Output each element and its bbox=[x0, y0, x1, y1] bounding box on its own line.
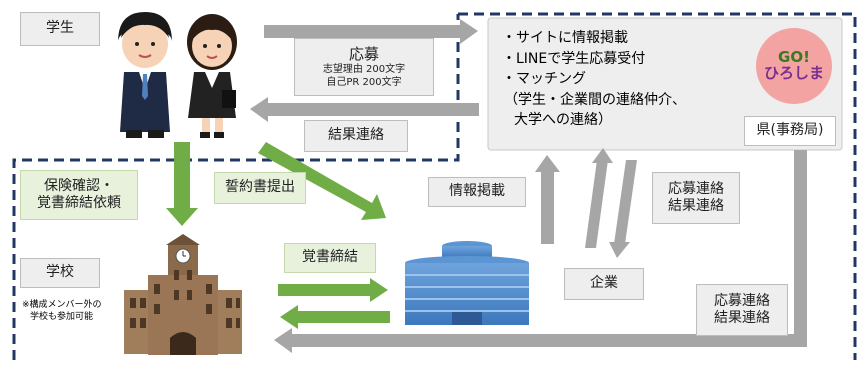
insurance-request-box: 保険確認・ 覚書締結依頼 bbox=[20, 170, 138, 220]
prefecture-bullet: 大学への連絡） bbox=[514, 112, 612, 128]
company-building-illustration bbox=[405, 241, 529, 325]
prefecture-label: 県(事務局) bbox=[744, 116, 836, 146]
apply-line-2: 自己PR 200文字 bbox=[326, 77, 402, 89]
result-arrow bbox=[250, 97, 479, 122]
pledge-arrow bbox=[258, 142, 386, 220]
student-label: 学生 bbox=[20, 12, 100, 46]
insurance-arrow bbox=[166, 142, 198, 226]
logo-hiroshima-text: ひろしま bbox=[763, 64, 824, 83]
prefecture-bullet-list: ・サイトに情報掲載 ・LINEで学生応募受付 ・マッチング （学生・企業間の連絡… bbox=[502, 30, 752, 130]
apply-title: 応募 bbox=[348, 44, 379, 63]
company-contact-arrow bbox=[585, 148, 637, 258]
school-label: 学校 bbox=[20, 258, 100, 288]
company-label: 企業 bbox=[564, 268, 644, 300]
students-illustration bbox=[118, 12, 237, 138]
prefecture-bullet: ・LINEで学生応募受付 bbox=[502, 50, 646, 67]
school-note: ※構成メンバー外の 学校も参加可能 bbox=[22, 300, 134, 323]
logo-go-text: GO! bbox=[778, 48, 810, 67]
school-note-line-1: ※構成メンバー外の bbox=[22, 300, 102, 310]
info-post-arrow bbox=[535, 155, 560, 244]
apply-box: 応募 志望理由 200文字 自己PR 200文字 bbox=[294, 38, 434, 96]
info-post-box: 情報掲載 bbox=[428, 177, 526, 207]
school-contact-box: 応募連絡 結果連絡 bbox=[696, 284, 788, 336]
memorandum-box: 覚書締結 bbox=[284, 243, 376, 273]
insurance-line-1: 保険確認・ bbox=[44, 177, 114, 194]
prefecture-bullet: ・マッチング bbox=[502, 71, 586, 87]
university-building-illustration bbox=[124, 234, 242, 355]
prefecture-bullet: （学生・企業間の連絡仲介、 bbox=[504, 91, 686, 108]
insurance-line-2: 覚書締結依頼 bbox=[37, 195, 121, 211]
prefecture-bullet: ・サイトに情報掲載 bbox=[502, 30, 628, 46]
school-zone-boundary bbox=[12, 14, 460, 360]
memorandum-arrow-left bbox=[280, 305, 390, 329]
school-contact-line-1: 応募連絡 bbox=[714, 292, 770, 309]
student-zone-boundary bbox=[458, 12, 857, 360]
go-hiroshima-logo: GO! ひろしま bbox=[756, 28, 832, 104]
pledge-box: 誓約書提出 bbox=[214, 172, 306, 204]
company-contact-line-1: 応募連絡 bbox=[668, 180, 724, 197]
result-contact-box: 結果連絡 bbox=[304, 120, 408, 152]
school-note-line-2: 学校も参加可能 bbox=[30, 311, 94, 322]
school-contact-arrow bbox=[274, 150, 807, 353]
apply-arrow bbox=[264, 19, 478, 44]
school-contact-line-2: 結果連絡 bbox=[714, 310, 770, 326]
memorandum-arrow-right bbox=[278, 278, 388, 302]
company-contact-box: 応募連絡 結果連絡 bbox=[652, 172, 740, 224]
company-contact-line-2: 結果連絡 bbox=[668, 198, 724, 214]
apply-line-1: 志望理由 200文字 bbox=[322, 64, 406, 76]
